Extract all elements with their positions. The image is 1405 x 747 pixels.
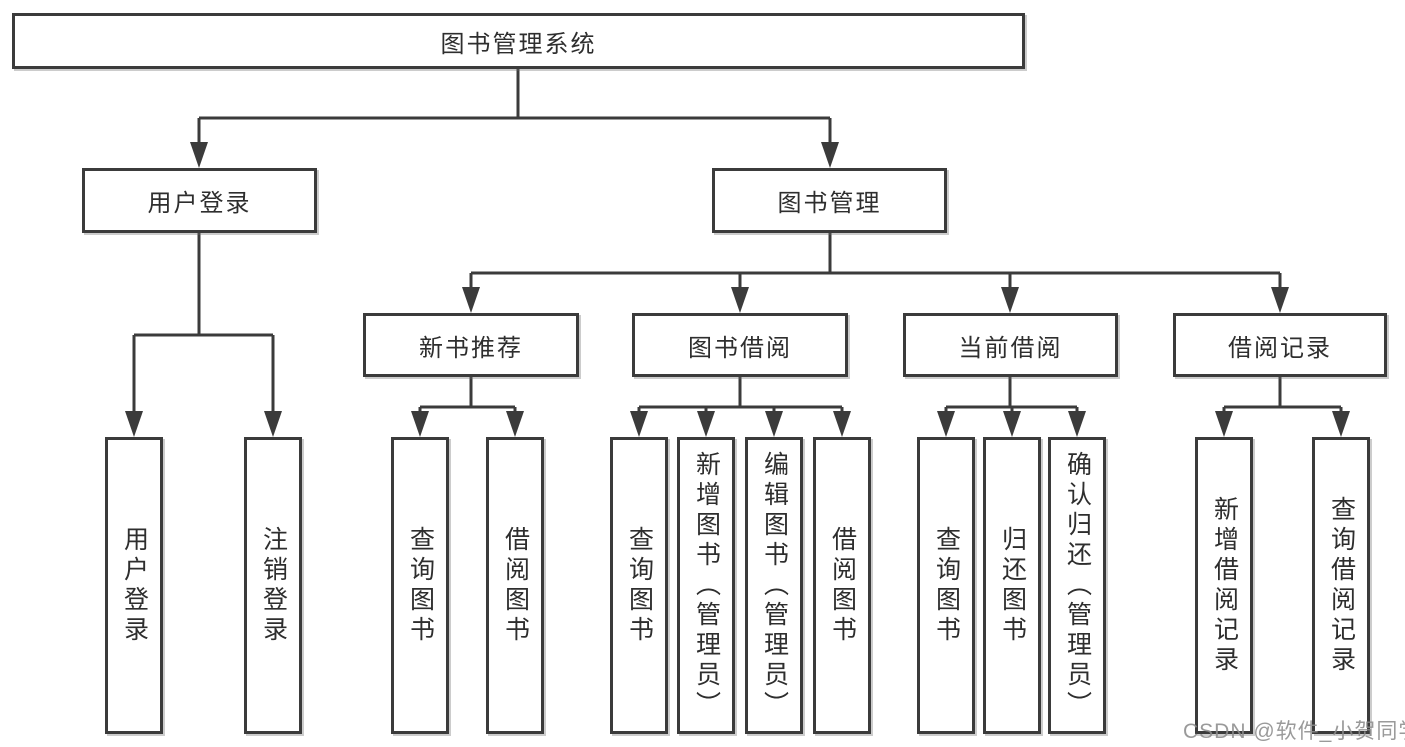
leaf-add-books-admin: 新增图书（管理员）: [677, 437, 735, 734]
node-new-book-recommend: 新书推荐: [363, 313, 579, 377]
leaf-query-books-recommend: 查询图书: [391, 437, 449, 734]
leaf-return-books: 归还图书: [983, 437, 1041, 734]
leaf-query-books-current: 查询图书: [917, 437, 975, 734]
leaf-query-borrow-record: 查询借阅记录: [1312, 437, 1370, 734]
leaf-query-books-borrowing: 查询图书: [610, 437, 668, 734]
node-user-login: 用户登录: [82, 168, 317, 233]
leaf-logout: 注销登录: [244, 437, 302, 734]
node-borrow-records: 借阅记录: [1173, 313, 1387, 377]
connector-edges: [132, 68, 1343, 414]
node-book-management: 图书管理: [712, 168, 947, 233]
node-book-borrowing: 图书借阅: [632, 313, 848, 377]
node-current-borrowing: 当前借阅: [903, 313, 1118, 377]
csdn-watermark: CSDN @软件_小贺同学: [1183, 720, 1405, 743]
leaf-borrow-books-borrowing: 借阅图书: [813, 437, 871, 734]
leaf-user-login: 用户登录: [105, 437, 163, 734]
leaf-add-borrow-record: 新增借阅记录: [1195, 437, 1253, 734]
leaf-edit-books-admin: 编辑图书（管理员）: [745, 437, 803, 734]
leaf-confirm-return-admin: 确认归还（管理员）: [1048, 437, 1106, 734]
leaf-borrow-books-recommend: 借阅图书: [486, 437, 544, 734]
node-root-library-system: 图书管理系统: [12, 13, 1025, 69]
